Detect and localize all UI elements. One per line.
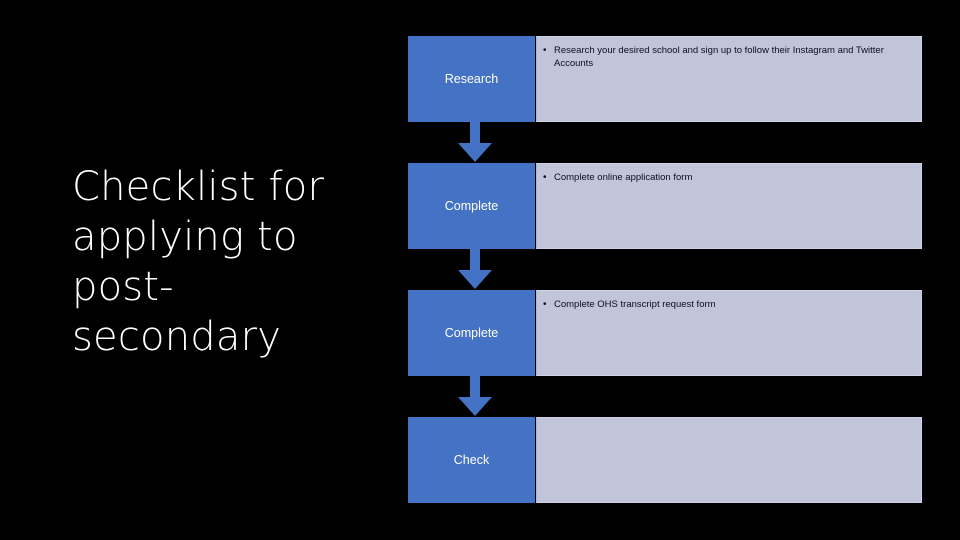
bullet-item: • Complete online application form	[543, 172, 911, 185]
page-title: Checklist for applying to post-secondary	[72, 164, 325, 360]
bullet-text: Research your desired school and sign up…	[554, 45, 884, 69]
process-step-label-box-1[interactable]: Research	[408, 36, 535, 122]
process-step-label-box-4[interactable]: Check	[408, 417, 535, 503]
process-step-row: Research • Research your desired school …	[408, 36, 922, 122]
process-step-label-box-2[interactable]: Complete	[408, 163, 535, 249]
arrow-down-icon	[455, 248, 495, 290]
process-step-content-2[interactable]: • Complete online application form	[536, 163, 922, 249]
process-step-row: Complete • Complete online application f…	[408, 163, 922, 249]
process-step-label-box-3[interactable]: Complete	[408, 290, 535, 376]
process-step-label: Complete	[444, 198, 499, 213]
process-diagram: Research • Research your desired school …	[408, 36, 922, 503]
bullet-item: • Research your desired school and sign …	[543, 45, 911, 70]
arrow-down-icon	[455, 375, 495, 417]
bullet-dot-icon: •	[543, 172, 547, 183]
process-step-row: Complete • Complete OHS transcript reque…	[408, 290, 922, 376]
arrow-down-icon	[455, 121, 495, 163]
process-step-content-1[interactable]: • Research your desired school and sign …	[536, 36, 922, 122]
process-step-label: Check	[453, 452, 490, 467]
bullet-text: Complete online application form	[554, 172, 693, 183]
process-step-label: Complete	[444, 325, 499, 340]
process-step-content-4[interactable]	[536, 417, 922, 503]
process-step-content-3[interactable]: • Complete OHS transcript request form	[536, 290, 922, 376]
bullet-dot-icon: •	[543, 299, 547, 310]
bullet-text: Complete OHS transcript request form	[554, 299, 716, 310]
bullet-item: • Complete OHS transcript request form	[543, 299, 911, 312]
process-step-row: Check	[408, 417, 922, 503]
process-step-label: Research	[444, 71, 499, 86]
bullet-dot-icon: •	[543, 45, 547, 56]
